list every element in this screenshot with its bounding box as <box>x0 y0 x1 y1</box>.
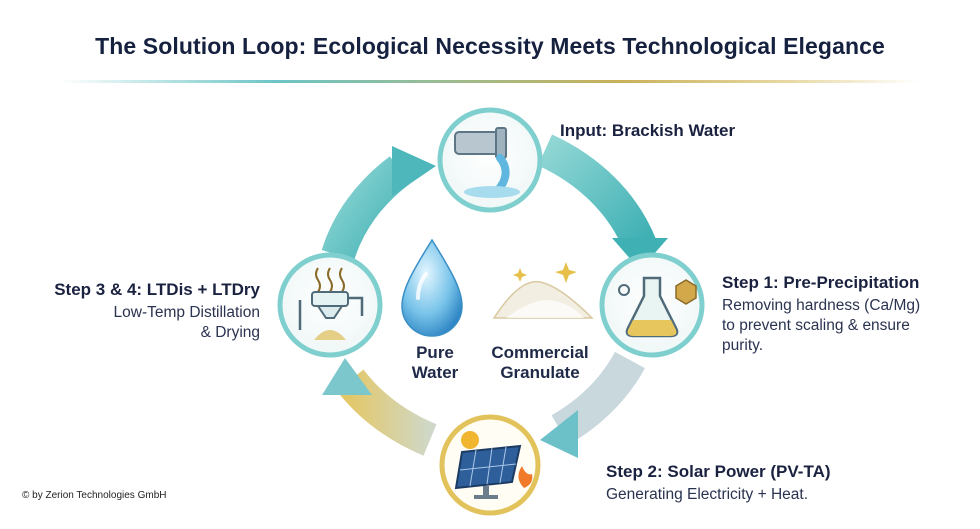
granulate-label: Commercial Granulate <box>480 343 600 383</box>
step2-heading: Step 2: Solar Power (PV-TA) <box>606 462 831 481</box>
distillation-icon <box>298 267 364 340</box>
step1-label: Step 1: Pre-Precipitation Removing hardn… <box>722 273 920 356</box>
pure-water-label: Pure Water <box>395 343 475 383</box>
step34-node <box>277 252 383 358</box>
input-label: Input: Brackish Water <box>560 121 735 141</box>
step34-desc-line2: & Drying <box>200 324 260 341</box>
step1-desc-line1: Removing hardness (Ca/Mg) <box>722 297 921 314</box>
salt-pile-icon <box>492 262 594 319</box>
title-divider <box>60 80 920 83</box>
pure-water-line2: Water <box>411 363 459 382</box>
step34-desc-line1: Low-Temp Distillation <box>113 304 260 321</box>
step1-node <box>599 252 705 358</box>
step2-label: Step 2: Solar Power (PV-TA) Generating E… <box>606 462 831 505</box>
arrow-step2-to-step34 <box>322 358 437 456</box>
arrow-step34-to-input <box>321 146 436 261</box>
arrow-input-to-step1 <box>537 134 668 270</box>
step34-heading: Step 3 & 4: LTDis + LTDry <box>54 280 260 299</box>
granulate-line2: Granulate <box>500 363 580 382</box>
step1-desc-line3: purity. <box>722 337 764 354</box>
pipe-water-icon <box>454 127 520 198</box>
flask-icon <box>618 276 697 338</box>
step1-heading: Step 1: Pre-Precipitation <box>722 273 920 292</box>
solar-panel-icon <box>454 431 533 499</box>
water-drop-icon <box>401 238 463 337</box>
step2-desc: Generating Electricity + Heat. <box>606 486 809 503</box>
arrow-step1-to-step2 <box>540 351 645 458</box>
pure-water-line1: Pure <box>416 343 454 362</box>
page-title: The Solution Loop: Ecological Necessity … <box>95 33 885 59</box>
step1-desc-line2: to prevent scaling & ensure <box>722 317 910 334</box>
granulate-line1: Commercial <box>491 343 589 362</box>
input-heading: Input: Brackish Water <box>560 121 736 140</box>
step2-node <box>438 413 542 517</box>
step34-label: Step 3 & 4: LTDis + LTDry Low-Temp Disti… <box>20 280 260 343</box>
input-node <box>437 107 543 213</box>
copyright: © by Zerion Technologies GmbH <box>22 490 167 501</box>
